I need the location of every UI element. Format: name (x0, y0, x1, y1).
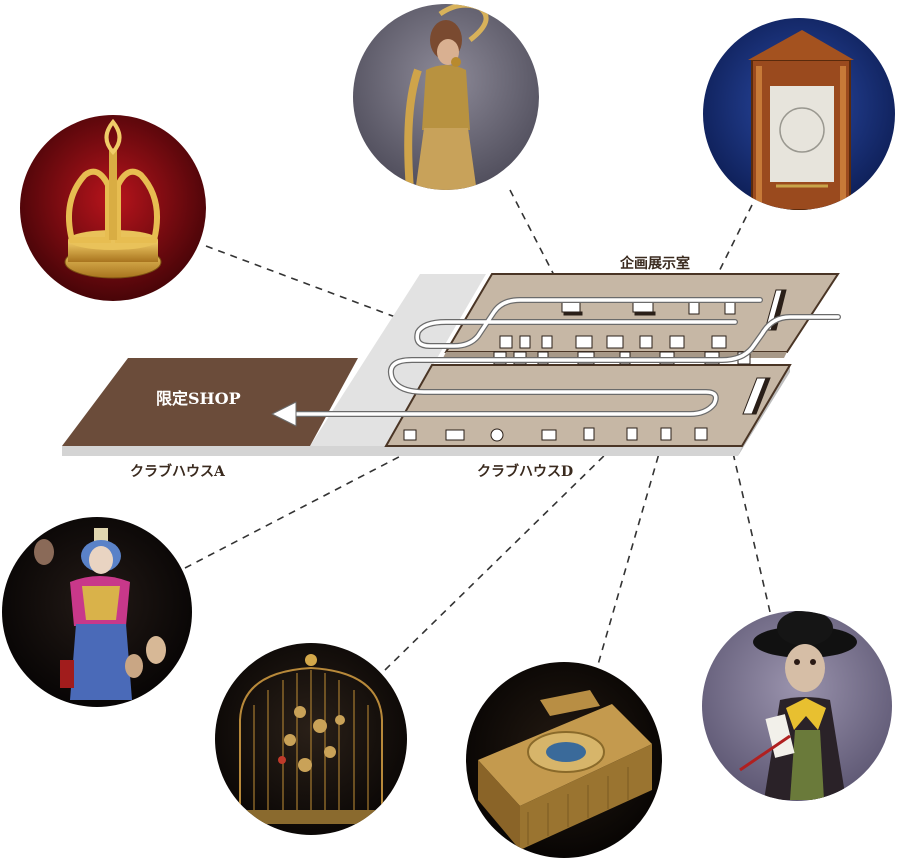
leader-line-birdbox (594, 449, 661, 676)
exhibit-photo-cabinet[interactable] (703, 18, 895, 210)
exhibit-photo-snake-charmer[interactable] (353, 4, 539, 200)
clubhouse-a-floor (62, 358, 358, 446)
hat-figure-icon (739, 611, 857, 800)
clubhouse-a-label: クラブハウスA (130, 463, 226, 480)
visitor-route (271, 297, 841, 427)
crown-icon (64, 118, 162, 279)
exhibit-photo-birdcage[interactable] (215, 643, 407, 835)
leader-line-hat (729, 439, 771, 613)
exhibit-photo-hat-figure[interactable] (702, 610, 892, 801)
clown-icon (34, 528, 166, 700)
route-arrowhead (271, 401, 297, 427)
bird-box-icon (478, 690, 652, 850)
leader-lines (184, 189, 771, 676)
leader-line-crown (205, 245, 431, 331)
floor-base (62, 446, 742, 456)
exhibition-room-label: 企画展示室 (619, 255, 690, 272)
exhibit-photo-bird-box[interactable] (466, 662, 662, 858)
figure-icon (404, 4, 489, 190)
exhibit-photo-clown[interactable] (2, 517, 192, 707)
floor-plan: 企画展示室 限定SHOP クラブハウスA クラブハウスD (62, 255, 841, 480)
exhibit-photo-crown[interactable] (20, 115, 206, 301)
shop-label: 限定SHOP (156, 389, 241, 408)
leader-line-cage (384, 449, 611, 671)
clubhouse-d-label: クラブハウスD (477, 463, 573, 480)
display-cases (403, 289, 787, 442)
leader-line-clown (184, 419, 471, 569)
leader-line-cabinet (689, 204, 753, 331)
cabinet-icon (748, 30, 854, 210)
birdcage-icon (236, 654, 386, 824)
